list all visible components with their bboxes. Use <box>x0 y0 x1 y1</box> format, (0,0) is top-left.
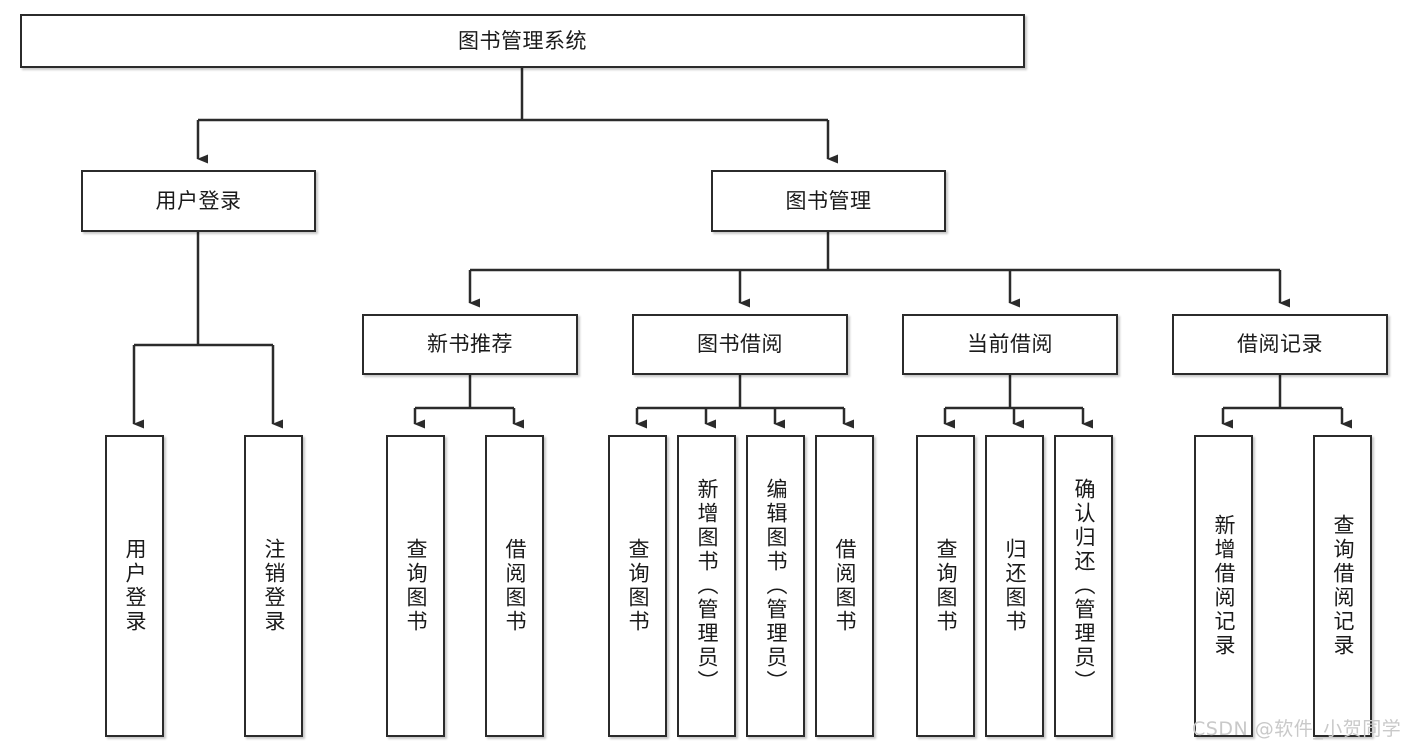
leaf-leaf-confirm-return-admin-label: 确认归还（管理员） <box>1072 478 1096 694</box>
node-current-borrow[interactable]: 当前借阅 <box>902 314 1118 375</box>
leaf-leaf-return-books[interactable]: 归还图书 <box>985 435 1044 737</box>
leaf-leaf-user-logout[interactable]: 注销登录 <box>244 435 303 737</box>
node-borrow-record-label: 借阅记录 <box>1237 332 1323 357</box>
node-book-management-label: 图书管理 <box>785 188 872 213</box>
leaf-leaf-borrow-books-a-label: 借阅图书 <box>503 538 527 634</box>
node-root[interactable]: 图书管理系统 <box>20 14 1025 68</box>
node-book-borrow-label: 图书借阅 <box>697 332 783 357</box>
node-user-login[interactable]: 用户登录 <box>81 170 316 232</box>
node-current-borrow-label: 当前借阅 <box>967 332 1053 357</box>
leaf-leaf-add-borrow-record-label: 新增借阅记录 <box>1212 514 1236 658</box>
leaf-leaf-query-books-a-label: 查询图书 <box>404 538 428 634</box>
leaf-leaf-query-books-a[interactable]: 查询图书 <box>386 435 445 737</box>
leaf-leaf-add-book-admin[interactable]: 新增图书（管理员） <box>677 435 736 737</box>
node-root-label: 图书管理系统 <box>458 28 587 53</box>
node-book-management[interactable]: 图书管理 <box>711 170 946 232</box>
leaf-leaf-borrow-books-b-label: 借阅图书 <box>833 538 857 634</box>
leaf-leaf-return-books-label: 归还图书 <box>1003 538 1027 634</box>
leaf-leaf-add-book-admin-label: 新增图书（管理员） <box>695 478 719 694</box>
node-user-login-label: 用户登录 <box>155 188 242 213</box>
node-book-borrow[interactable]: 图书借阅 <box>632 314 848 375</box>
leaf-leaf-user-logout-label: 注销登录 <box>262 538 286 634</box>
node-new-book-recommend[interactable]: 新书推荐 <box>362 314 578 375</box>
leaf-leaf-query-books-b-label: 查询图书 <box>626 538 650 634</box>
leaf-leaf-edit-book-admin-label: 编辑图书（管理员） <box>764 478 788 694</box>
leaf-leaf-add-borrow-record[interactable]: 新增借阅记录 <box>1194 435 1253 737</box>
leaf-leaf-borrow-books-a[interactable]: 借阅图书 <box>485 435 544 737</box>
leaf-leaf-query-borrow-record-label: 查询借阅记录 <box>1331 514 1355 658</box>
leaf-leaf-query-borrow-record[interactable]: 查询借阅记录 <box>1313 435 1372 737</box>
leaf-leaf-query-books-c[interactable]: 查询图书 <box>916 435 975 737</box>
node-new-book-recommend-label: 新书推荐 <box>427 332 513 357</box>
leaf-leaf-user-login[interactable]: 用户登录 <box>105 435 164 737</box>
leaf-leaf-edit-book-admin[interactable]: 编辑图书（管理员） <box>746 435 805 737</box>
leaf-leaf-borrow-books-b[interactable]: 借阅图书 <box>815 435 874 737</box>
node-borrow-record[interactable]: 借阅记录 <box>1172 314 1388 375</box>
leaf-leaf-confirm-return-admin[interactable]: 确认归还（管理员） <box>1054 435 1113 737</box>
leaf-leaf-query-books-b[interactable]: 查询图书 <box>608 435 667 737</box>
leaf-leaf-query-books-c-label: 查询图书 <box>934 538 958 634</box>
leaf-leaf-user-login-label: 用户登录 <box>123 538 147 634</box>
